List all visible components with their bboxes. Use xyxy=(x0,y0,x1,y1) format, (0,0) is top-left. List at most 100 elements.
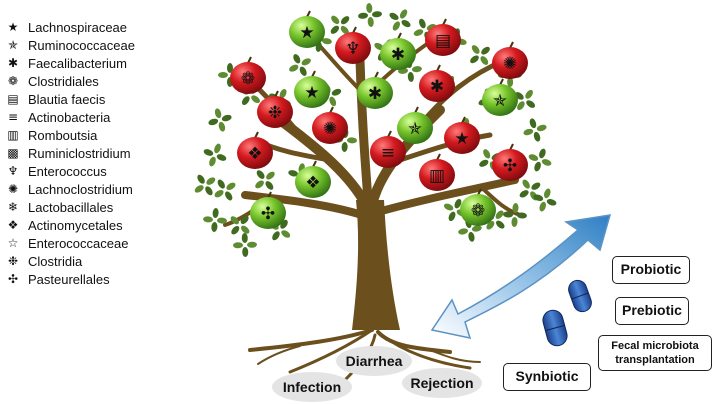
leaf xyxy=(211,221,218,232)
green-apple: ✱ xyxy=(357,71,393,109)
leaf xyxy=(496,220,505,229)
leaf xyxy=(533,131,541,142)
leaf xyxy=(539,148,546,159)
leaf xyxy=(279,89,287,99)
outcome-infection: Infection xyxy=(272,372,352,402)
leaf xyxy=(197,174,205,184)
leaf xyxy=(546,199,557,206)
fmt-label-line1: Fecal microbiota xyxy=(611,340,699,352)
legend-symbol-icon: ≡ xyxy=(7,110,19,124)
leaf xyxy=(528,154,539,161)
leaf xyxy=(483,149,491,159)
leaf xyxy=(407,71,414,82)
legend-item: ✣Pasteurellales xyxy=(4,270,194,288)
leaf xyxy=(255,180,264,189)
leaf xyxy=(226,182,236,190)
red-apple: ✱ xyxy=(419,64,455,102)
leaf xyxy=(544,188,551,199)
leaf xyxy=(523,128,534,136)
legend-label: Clostridia xyxy=(28,253,83,269)
leaf xyxy=(265,181,274,190)
legend-label: Faecalibacterium xyxy=(28,55,127,71)
prebiotic-box: Prebiotic xyxy=(615,297,689,325)
legend-label: Clostridiales xyxy=(28,73,99,89)
leaf xyxy=(522,179,530,189)
leaf xyxy=(218,121,226,132)
leaf xyxy=(392,21,401,31)
green-apple: ❁ xyxy=(460,188,496,226)
leaf xyxy=(531,182,541,190)
probiotic-capsule-2 xyxy=(542,309,568,347)
leaf xyxy=(358,12,369,19)
taxa-legend: ★Lachnospiraceae✯Ruminococcaceae✱Faecali… xyxy=(4,18,194,288)
legend-label: Enterococcaceae xyxy=(28,235,129,251)
leaf xyxy=(340,25,349,35)
apple-taxon-icon: ✱ xyxy=(368,84,382,104)
leaf xyxy=(227,63,233,73)
leaf xyxy=(329,96,337,107)
legend-symbol-icon: ❄ xyxy=(7,200,19,214)
leaf xyxy=(533,194,544,201)
leaf xyxy=(289,64,299,72)
legend-item: ≡Actinobacteria xyxy=(4,108,194,126)
leaf xyxy=(454,198,462,209)
apple-taxon-icon: ❁ xyxy=(241,69,255,89)
leaf xyxy=(209,156,216,167)
legend-item: ▥ Romboutsia xyxy=(4,126,194,144)
fmt-label-line2: transplantation xyxy=(615,354,695,366)
leaf xyxy=(495,210,504,219)
leaf xyxy=(389,12,399,21)
probiotic-capsule-1 xyxy=(568,279,592,313)
leaf xyxy=(371,11,382,18)
apple-taxon-icon: ✱ xyxy=(391,45,405,65)
leaf xyxy=(411,66,422,73)
green-apple: ✯ xyxy=(482,78,518,116)
legend-symbol-icon: ▩ xyxy=(7,146,19,160)
legend-symbol-icon: ▥ xyxy=(7,128,19,142)
outcome-diarrhea: Diarrhea xyxy=(336,346,412,376)
leaf xyxy=(194,185,204,193)
legend-symbol-icon: ❖ xyxy=(7,218,19,232)
leaf xyxy=(214,190,224,198)
probiotic-label: Probiotic xyxy=(620,261,682,277)
leaf xyxy=(217,179,225,189)
leaf xyxy=(299,66,307,76)
green-apple: ❖ xyxy=(295,160,331,198)
legend-label: Enterococcus xyxy=(28,163,107,179)
legend-item: ✱Faecalibacterium xyxy=(4,54,194,72)
apple-taxon-icon: ❖ xyxy=(247,144,262,164)
red-apple: ✺ xyxy=(492,41,528,79)
leaf xyxy=(534,161,541,172)
leaf xyxy=(241,96,250,105)
legend-item: ✯Ruminococcaceae xyxy=(4,36,194,54)
leaf xyxy=(448,211,456,222)
leaf xyxy=(399,9,408,19)
leaf xyxy=(233,242,244,249)
legend-item: ❁Clostridiales xyxy=(4,72,194,90)
apple-taxon-icon: ✯ xyxy=(493,91,507,111)
legend-label: Romboutsia xyxy=(28,127,98,143)
leaf xyxy=(458,228,469,235)
leaf xyxy=(503,211,514,218)
leaf xyxy=(266,171,275,180)
leaf xyxy=(331,88,342,96)
leaf xyxy=(214,108,222,119)
leaf xyxy=(346,137,357,144)
leaf xyxy=(251,95,260,104)
red-apple: ❁ xyxy=(230,56,266,94)
leaf xyxy=(216,217,227,224)
leaf xyxy=(536,124,547,132)
legend-label: Lachnospiraceae xyxy=(28,19,128,35)
leaf xyxy=(517,101,525,111)
legend-symbol-icon: ✣ xyxy=(7,272,19,286)
apple-taxon-icon: ✯ xyxy=(408,119,422,139)
fmt-box: Fecal microbiota transplantation xyxy=(598,335,712,371)
outcome-rejection: Rejection xyxy=(402,368,482,398)
leaf xyxy=(481,46,490,55)
leaf xyxy=(539,201,546,212)
leaf xyxy=(241,233,248,244)
legend-symbol-icon: ☆ xyxy=(7,236,19,250)
prebiotic-label: Prebiotic xyxy=(622,302,682,318)
apple-taxon-icon: ✣ xyxy=(503,156,517,176)
